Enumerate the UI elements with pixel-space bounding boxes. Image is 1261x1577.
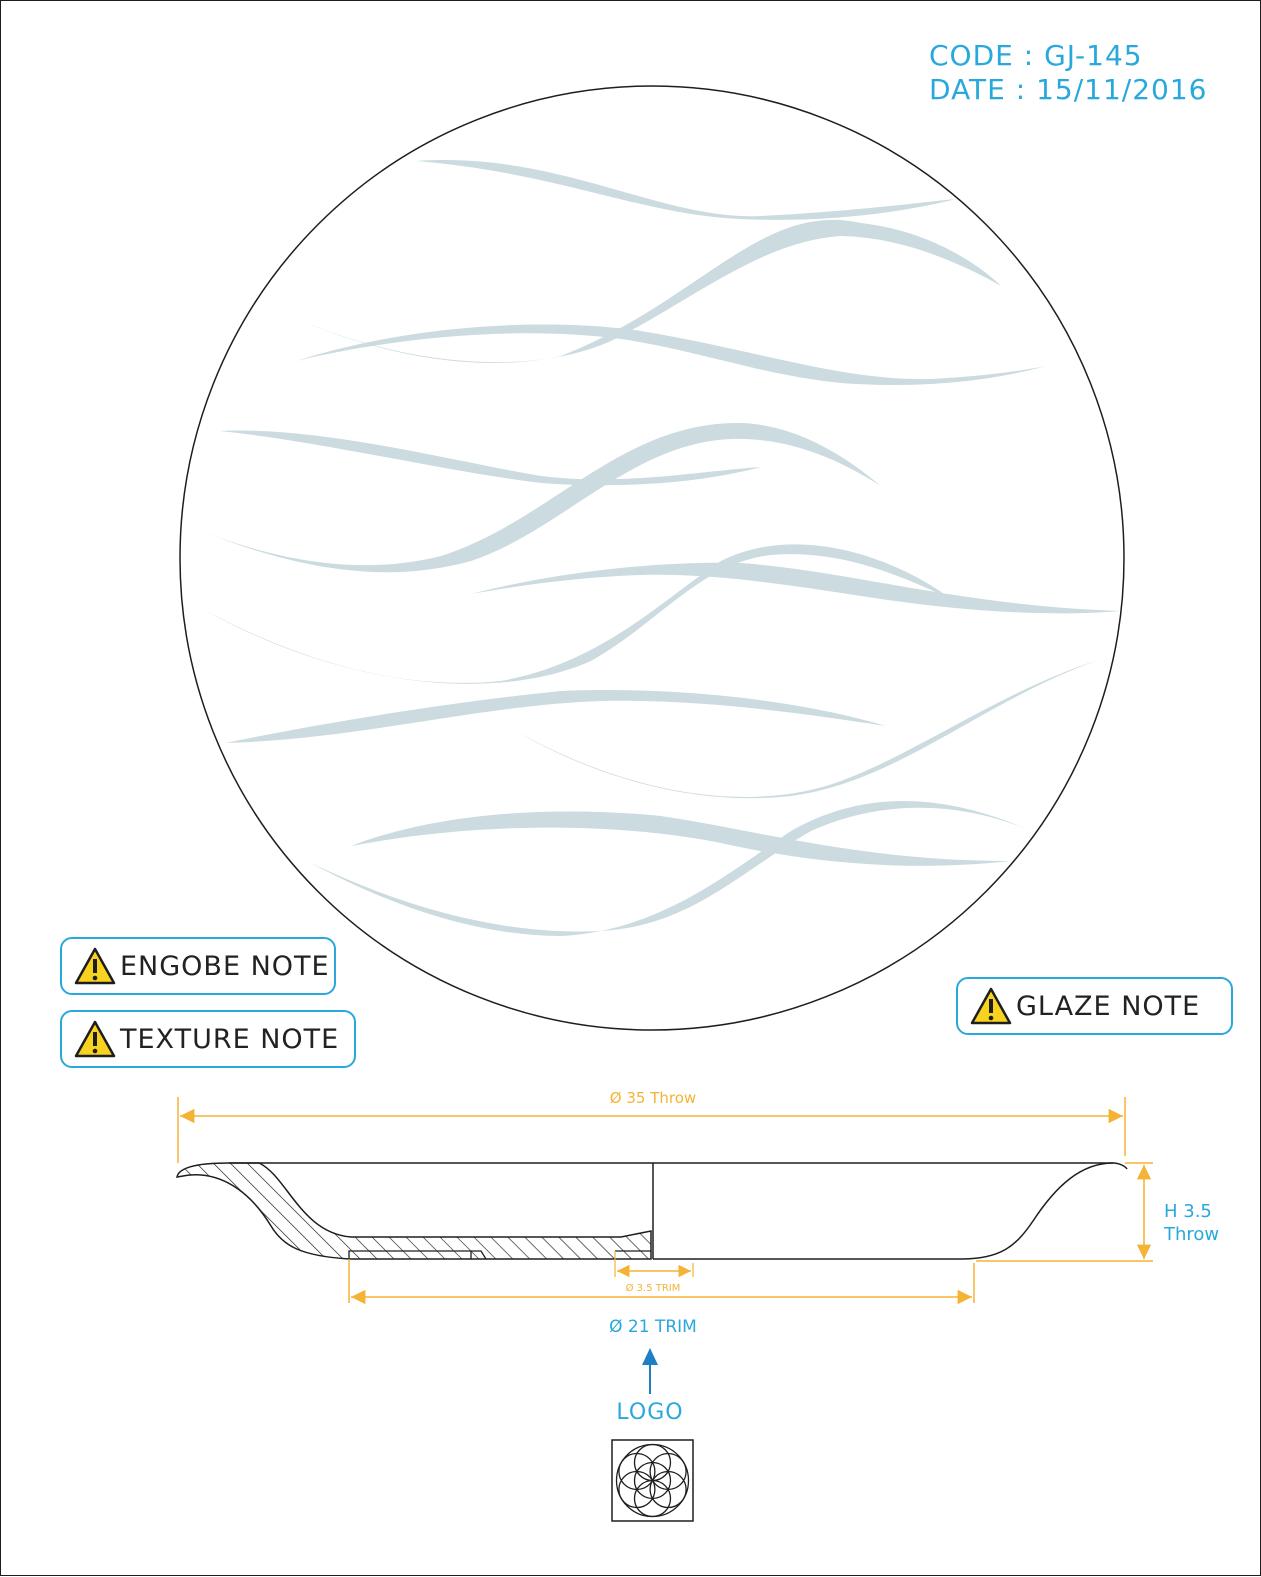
wave-pattern: [206, 160, 1121, 936]
code-label: CODE: [929, 39, 1014, 72]
engobe-note-button[interactable]: ENGOBE NOTE: [60, 937, 336, 995]
plate-top-view: [179, 85, 1125, 1031]
trim-diameter-label: Ø 21 TRIM: [609, 1317, 697, 1337]
glaze-note-label: GLAZE NOTE: [1016, 990, 1201, 1022]
texture-note-button[interactable]: TEXTURE NOTE: [60, 1010, 356, 1068]
throw-diameter-label: Ø 35 Throw: [610, 1089, 696, 1107]
throw-diameter-dimension: Ø 35 Throw: [177, 1089, 1126, 1163]
wave-stroke: [226, 690, 886, 743]
trim-diameter-dimension: Ø 21 TRIM: [348, 1259, 975, 1337]
warning-icon: [74, 1020, 116, 1058]
plate-cross-section: Ø 35 Throw H 3.5 Throw Ø 3.5 TRIM: [176, 1089, 1219, 1522]
right-profile: [653, 1162, 1128, 1260]
texture-note-label: TEXTURE NOTE: [120, 1023, 340, 1055]
code-value: GJ-145: [1044, 39, 1143, 72]
up-arrow-icon: [642, 1348, 658, 1365]
wave-stroke: [296, 324, 1046, 386]
height-label-throw: Throw: [1163, 1224, 1219, 1245]
wave-stroke: [471, 562, 1121, 614]
wave-stroke: [416, 160, 956, 220]
glaze-note-button[interactable]: GLAZE NOTE: [956, 977, 1233, 1035]
section-hatch: [176, 1162, 652, 1260]
plate-rim: [179, 85, 1125, 1031]
warning-icon: [74, 947, 116, 985]
logo-label: LOGO: [616, 1400, 683, 1425]
logo-pointer: [642, 1348, 658, 1394]
date-value: 15/11/2016: [1036, 73, 1208, 106]
flower-of-life-logo[interactable]: [611, 1439, 694, 1522]
code-line: CODE : GJ-145: [929, 39, 1143, 72]
wave-stroke: [311, 801, 1031, 936]
wave-stroke: [351, 811, 1011, 866]
engobe-note-label: ENGOBE NOTE: [120, 950, 330, 982]
height-label: H 3.5: [1164, 1201, 1212, 1222]
date-line: DATE : 15/11/2016: [929, 73, 1208, 106]
wave-stroke: [516, 659, 1101, 799]
warning-icon: [970, 987, 1012, 1025]
wave-stroke: [219, 430, 761, 486]
foot-ring-label: Ø 3.5 TRIM: [626, 1282, 681, 1294]
height-dimension: H 3.5 Throw: [976, 1162, 1219, 1262]
foot-ring: [348, 1250, 651, 1260]
date-label: DATE: [929, 73, 1006, 106]
